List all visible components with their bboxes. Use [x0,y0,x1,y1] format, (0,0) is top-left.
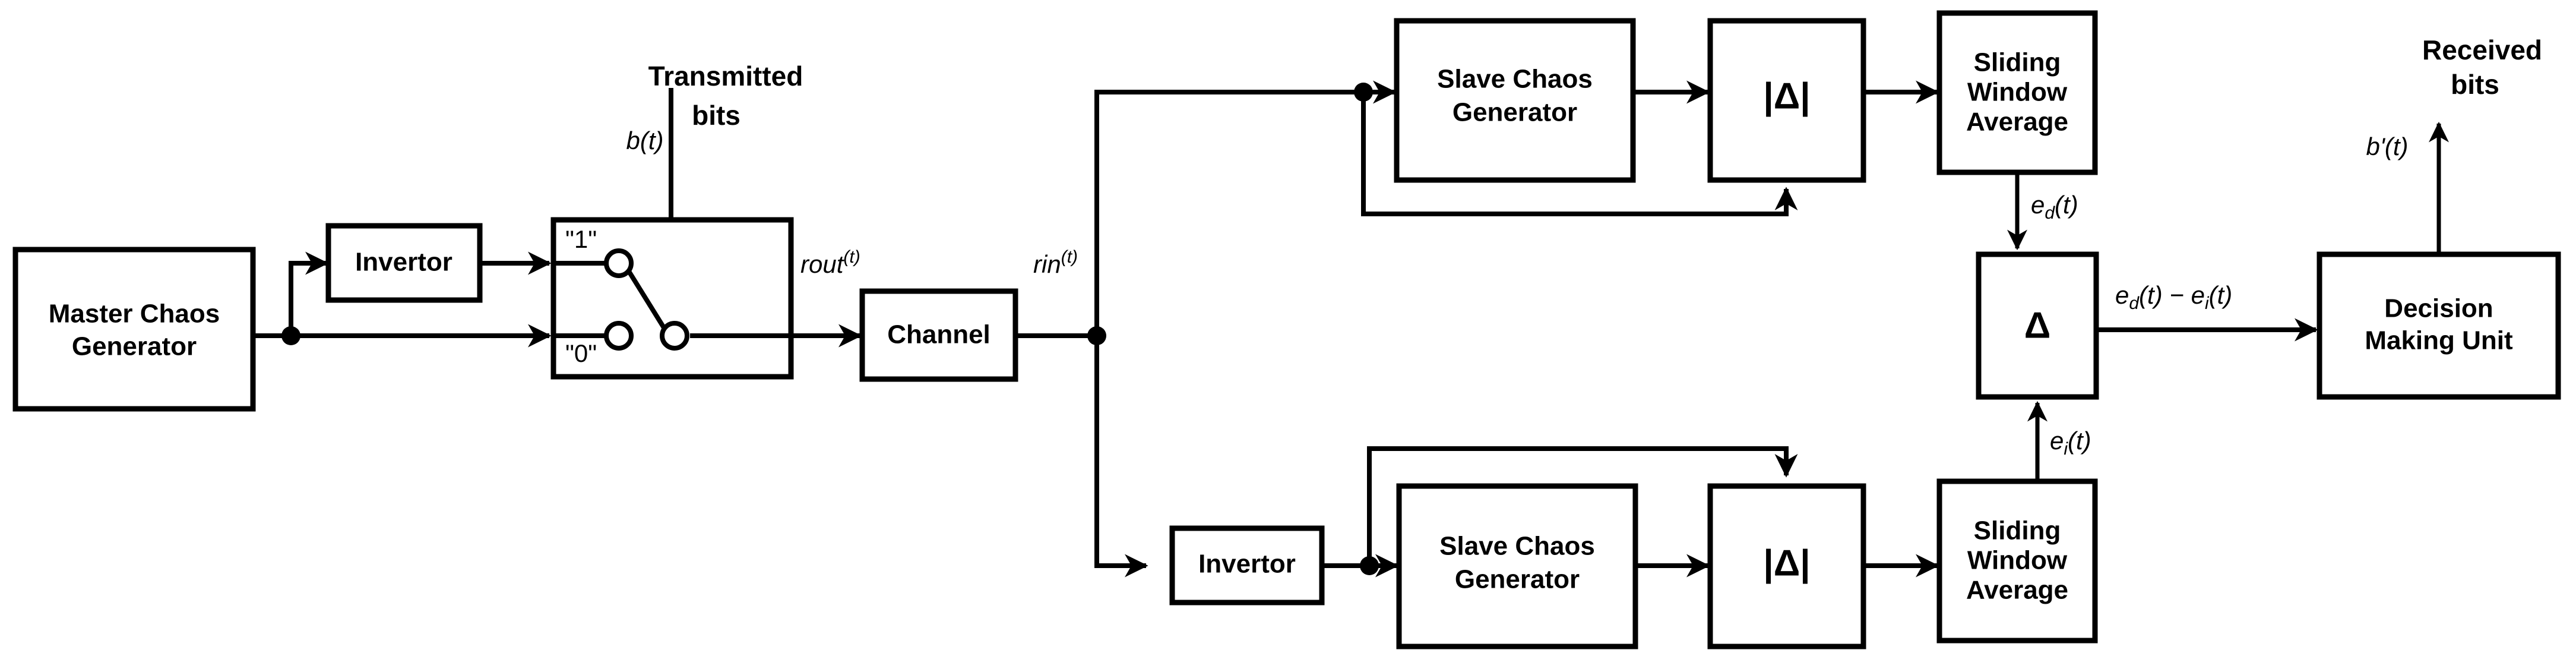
direct-swa-label-line3: Average [1966,108,2068,137]
modulation-switch-box [550,217,794,380]
switch-contact-zero-label: "0" [565,339,597,367]
transmitted-bits-label-line2: bits [692,100,740,131]
channel-label: Channel [887,320,990,349]
master-chaos-generator-label-line2: Generator [72,332,197,361]
r-out-signal-label: rout(t) [800,247,860,278]
direct-slave-chaos-generator-label-line2: Generator [1452,98,1577,127]
received-bit-signal-label: b'(t) [2366,133,2408,160]
e-i-sub: i [2064,439,2068,459]
direct-slave-chaos-generator-label-line1: Slave Chaos [1437,65,1593,94]
r-out-sub: out [809,250,845,278]
transmitter-invertor-block[interactable]: Invertor [325,223,483,303]
inverted-slave-chaos-generator-label-line2: Generator [1455,565,1580,594]
comparator-delta-label: Δ [2024,305,2051,346]
inverted-slave-chaos-generator-label-line1: Slave Chaos [1439,532,1595,561]
diff-term1-arg: (t) [2139,281,2163,309]
direct-slave-chaos-generator-block[interactable]: Slave Chaos Generator [1394,18,1636,183]
r-out-arg: (t) [843,247,860,267]
wire-rx-split-up-to-direct-branch [1094,90,1363,336]
comparator-delta-block[interactable]: Δ [1976,251,2099,400]
inverted-sliding-window-average-block[interactable]: Sliding Window Average [1936,478,2098,644]
e-i-base: e [2050,427,2064,455]
e-d-base: e [2031,191,2045,219]
receiver-invertor-label: Invertor [1198,550,1296,579]
inverted-swa-label-line2: Window [1967,546,2068,575]
master-chaos-generator-block[interactable]: Master Chaos Generator [12,247,256,412]
switch-contact-zero-node[interactable] [604,321,634,351]
diff-term1-sub: d [2129,294,2140,313]
r-in-arg: (t) [1061,247,1078,267]
direct-sliding-window-average-box [1936,10,2098,175]
master-chaos-generator-label-line1: Master Chaos [49,299,220,329]
inverted-slave-chaos-generator-box [1396,483,1638,649]
decision-making-unit-label-line1: Decision [2384,294,2493,323]
diff-term1-base: e [2115,281,2129,309]
inverted-abs-delta-box [1707,483,1866,649]
received-bits-label-line1: Received [2422,34,2542,65]
channel-block[interactable]: Channel [859,288,1018,382]
switch-contact-one-node[interactable] [604,248,634,278]
decision-making-unit-label-line2: Making Unit [2365,326,2513,355]
inverted-abs-delta-block[interactable]: |Δ| [1707,483,1866,649]
e-i-arg: (t) [2068,427,2091,455]
decision-making-unit-block[interactable]: Decision Making Unit [2316,251,2561,400]
wire-direct-branch-feedback [1361,92,1798,216]
direct-swa-label-line1: Sliding [1974,48,2061,77]
switch-contact-common-node[interactable] [660,321,689,351]
master-chaos-generator-box [12,247,256,412]
inverted-sliding-window-average-box [1936,478,2098,644]
modulation-switch-block[interactable]: "1" "0" [550,217,794,380]
direct-abs-delta-box [1707,18,1866,183]
r-in-base: r [1033,250,1043,278]
error-difference-label: ed(t) − ei(t) [2115,281,2232,313]
direct-abs-delta-block[interactable]: |Δ| [1707,18,1866,183]
receiver-invertor-block[interactable]: Invertor [1169,525,1325,605]
wire-rx-split-down-to-inverted-branch [1094,336,1148,578]
direct-swa-label-line2: Window [1967,78,2068,107]
direct-abs-delta-label: |Δ| [1763,75,1810,117]
transmitted-bit-signal-label: b(t) [626,127,664,154]
transmitted-bits-label-line1: Transmitted [648,61,803,92]
e-i-signal-label: ei(t) [2050,427,2091,459]
diff-term2-base: e [2191,281,2205,309]
r-in-sub: in [1042,250,1061,278]
comparator-delta-box [1976,251,2099,400]
direct-sliding-window-average-block[interactable]: Sliding Window Average [1936,10,2098,175]
diff-term2-arg: (t) [2209,281,2233,309]
transmitter-invertor-label: Invertor [355,248,452,277]
e-d-signal-label: ed(t) [2031,191,2078,223]
diff-term2-sub: i [2205,294,2210,313]
r-out-base: r [800,250,810,278]
switch-blade [626,269,669,333]
inverted-abs-delta-label: |Δ| [1763,543,1810,584]
direct-slave-chaos-generator-box [1394,18,1636,183]
inverted-swa-label-line3: Average [1966,576,2068,605]
r-in-signal-label: rin(t) [1033,247,1078,278]
wire-inverted-branch-feedback [1367,446,1798,566]
received-bits-label-line2: bits [2451,69,2499,100]
e-d-arg: (t) [2055,191,2078,219]
inverted-swa-label-line1: Sliding [1974,516,2061,545]
diff-operator: − [2163,281,2191,309]
inverted-slave-chaos-generator-block[interactable]: Slave Chaos Generator [1396,483,1638,649]
switch-contact-one-label: "1" [565,225,597,253]
e-d-sub: d [2045,203,2055,223]
